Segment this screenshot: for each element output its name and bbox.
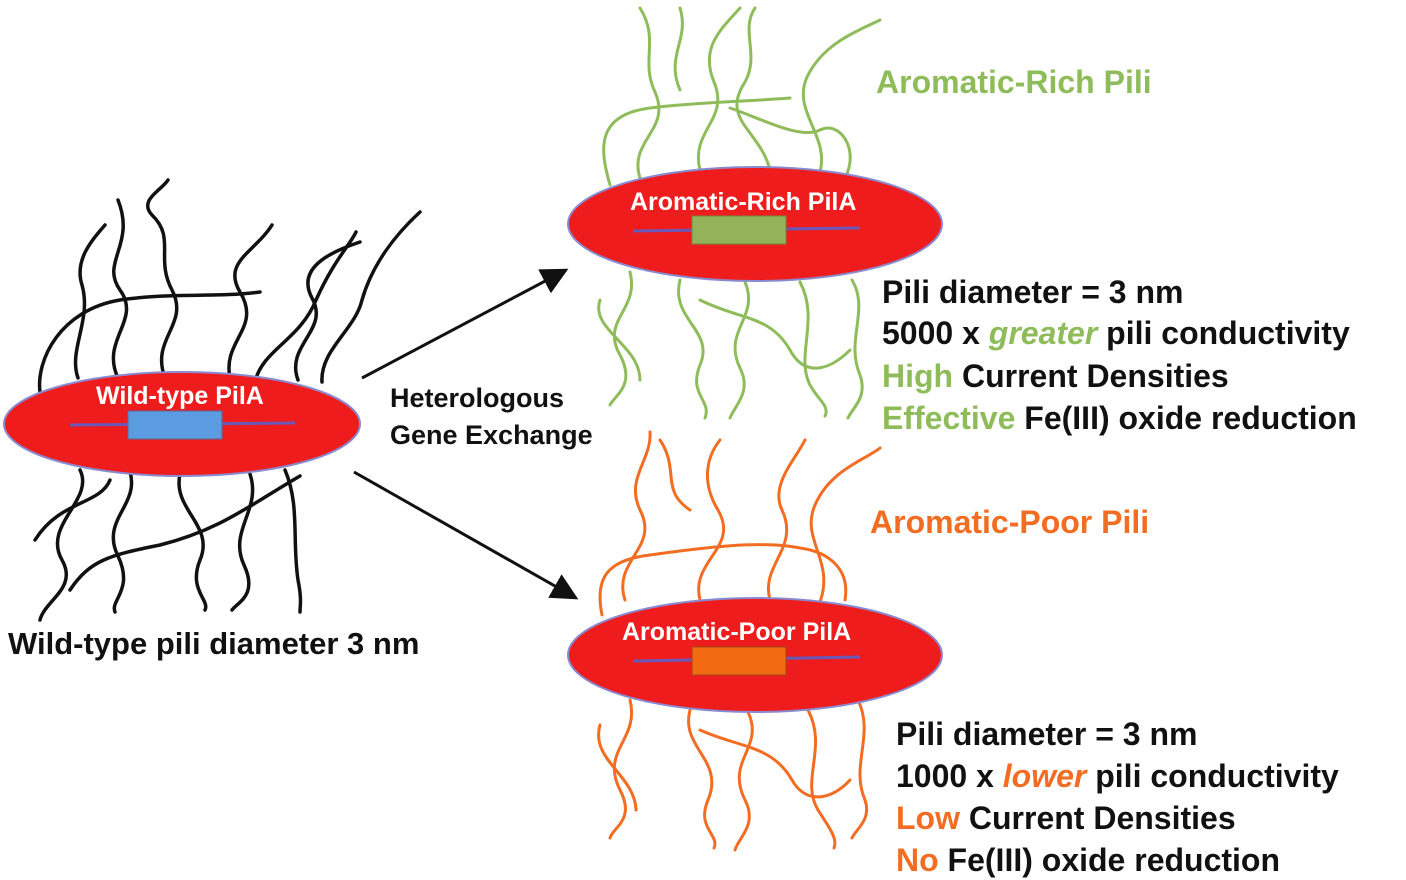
aromatic-poor-low: Low bbox=[896, 800, 960, 836]
aromatic-rich-conductivity-suffix: pili conductivity bbox=[1097, 315, 1350, 351]
aromatic-poor-reduction-rest: Fe(III) oxide reduction bbox=[938, 842, 1281, 878]
wild-type-gene bbox=[127, 410, 223, 440]
aromatic-poor-reduction: No Fe(III) oxide reduction bbox=[896, 844, 1280, 876]
aromatic-poor-no: No bbox=[896, 842, 939, 878]
aromatic-poor-gene bbox=[691, 646, 787, 676]
arrow-to-aromatic-poor bbox=[353, 470, 579, 600]
aromatic-poor-lower: lower bbox=[1002, 758, 1087, 794]
aromatic-poor-conductivity-suffix: pili conductivity bbox=[1086, 758, 1339, 794]
aromatic-poor-conductivity-prefix: 1000 x bbox=[896, 758, 1003, 794]
aromatic-poor-diameter: Pili diameter = 3 nm bbox=[896, 716, 1198, 752]
aromatic-poor-title: Aromatic-Poor Pili bbox=[870, 504, 1150, 540]
aromatic-poor-current: Low Current Densities bbox=[896, 802, 1236, 834]
arrow-to-aromatic-rich bbox=[361, 268, 569, 380]
aromatic-rich-gene bbox=[691, 215, 787, 245]
wild-type-pili bbox=[33, 178, 422, 622]
aromatic-poor-cell-label: Aromatic-Poor PilA bbox=[622, 618, 852, 646]
aromatic-rich-current: High Current Densities bbox=[882, 360, 1229, 392]
aromatic-rich-effective: Effective bbox=[882, 400, 1016, 436]
gene-exchange-line2: Gene Exchange bbox=[390, 420, 593, 450]
aromatic-rich-pili bbox=[597, 6, 882, 420]
aromatic-poor-conductivity: 1000 x lower pili conductivity bbox=[896, 760, 1339, 792]
aromatic-poor-current-rest: Current Densities bbox=[959, 800, 1236, 836]
aromatic-rich-conductivity: 5000 x greater pili conductivity bbox=[882, 317, 1350, 349]
aromatic-rich-high: High bbox=[882, 358, 954, 394]
gene-exchange-line1: Heterologous bbox=[390, 383, 565, 413]
aromatic-rich-greater: greater bbox=[988, 315, 1098, 351]
wild-type-cell-label: Wild-type PilA bbox=[96, 382, 264, 410]
aromatic-rich-conductivity-prefix: 5000 x bbox=[882, 315, 989, 351]
aromatic-poor-pili bbox=[597, 430, 882, 852]
aromatic-rich-diameter: Pili diameter = 3 nm bbox=[882, 274, 1184, 310]
aromatic-rich-current-rest: Current Densities bbox=[953, 358, 1229, 394]
aromatic-rich-title: Aromatic-Rich Pili bbox=[876, 64, 1152, 100]
aromatic-rich-reduction: Effective Fe(III) oxide reduction bbox=[882, 402, 1357, 434]
wild-type-caption: Wild-type pili diameter 3 nm bbox=[8, 626, 420, 661]
aromatic-rich-cell-label: Aromatic-Rich PilA bbox=[630, 188, 857, 216]
aromatic-rich-reduction-rest: Fe(III) oxide reduction bbox=[1015, 400, 1357, 436]
